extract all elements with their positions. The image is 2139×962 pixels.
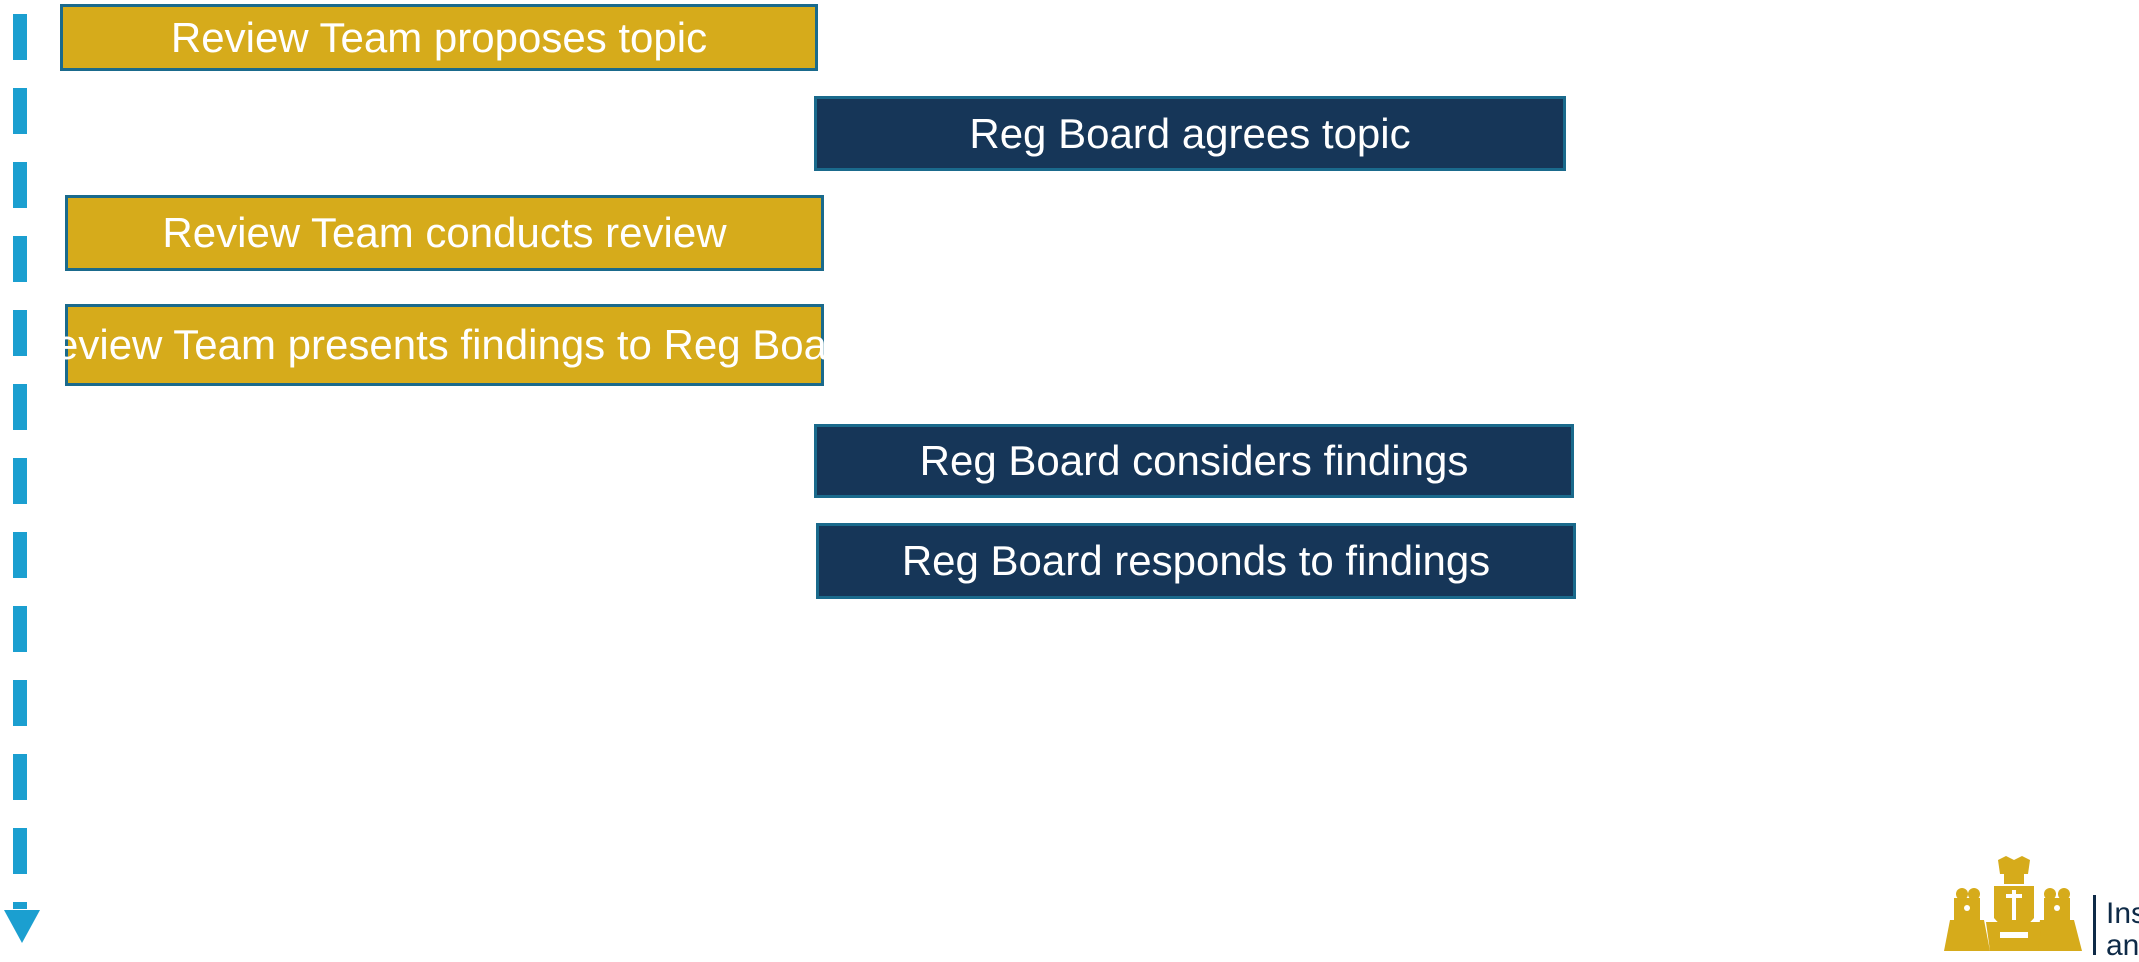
step-reg-board-agrees-topic: Reg Board agrees topic <box>814 96 1566 171</box>
step-review-team-proposes-topic: Review Team proposes topic <box>60 4 818 71</box>
step-reg-board-responds-to-findings: Reg Board responds to findings <box>816 523 1576 599</box>
institute-logo: Ins an <box>1936 856 2139 962</box>
logo-text-line-1: Ins <box>2106 897 2139 930</box>
timeline-arrow-down-icon <box>4 910 40 943</box>
timeline-dashed-line <box>13 14 27 909</box>
logo-text: Ins an <box>2106 898 2139 962</box>
step-review-team-presents-findings: Review Team presents findings to Reg Boa… <box>25 304 864 386</box>
crest-icon <box>1944 856 2082 951</box>
step-review-team-conducts-review: Review Team conducts review <box>65 195 824 271</box>
step-reg-board-considers-findings: Reg Board considers findings <box>814 424 1574 498</box>
logo-divider <box>2093 895 2096 955</box>
logo-text-line-2: an <box>2106 929 2139 962</box>
